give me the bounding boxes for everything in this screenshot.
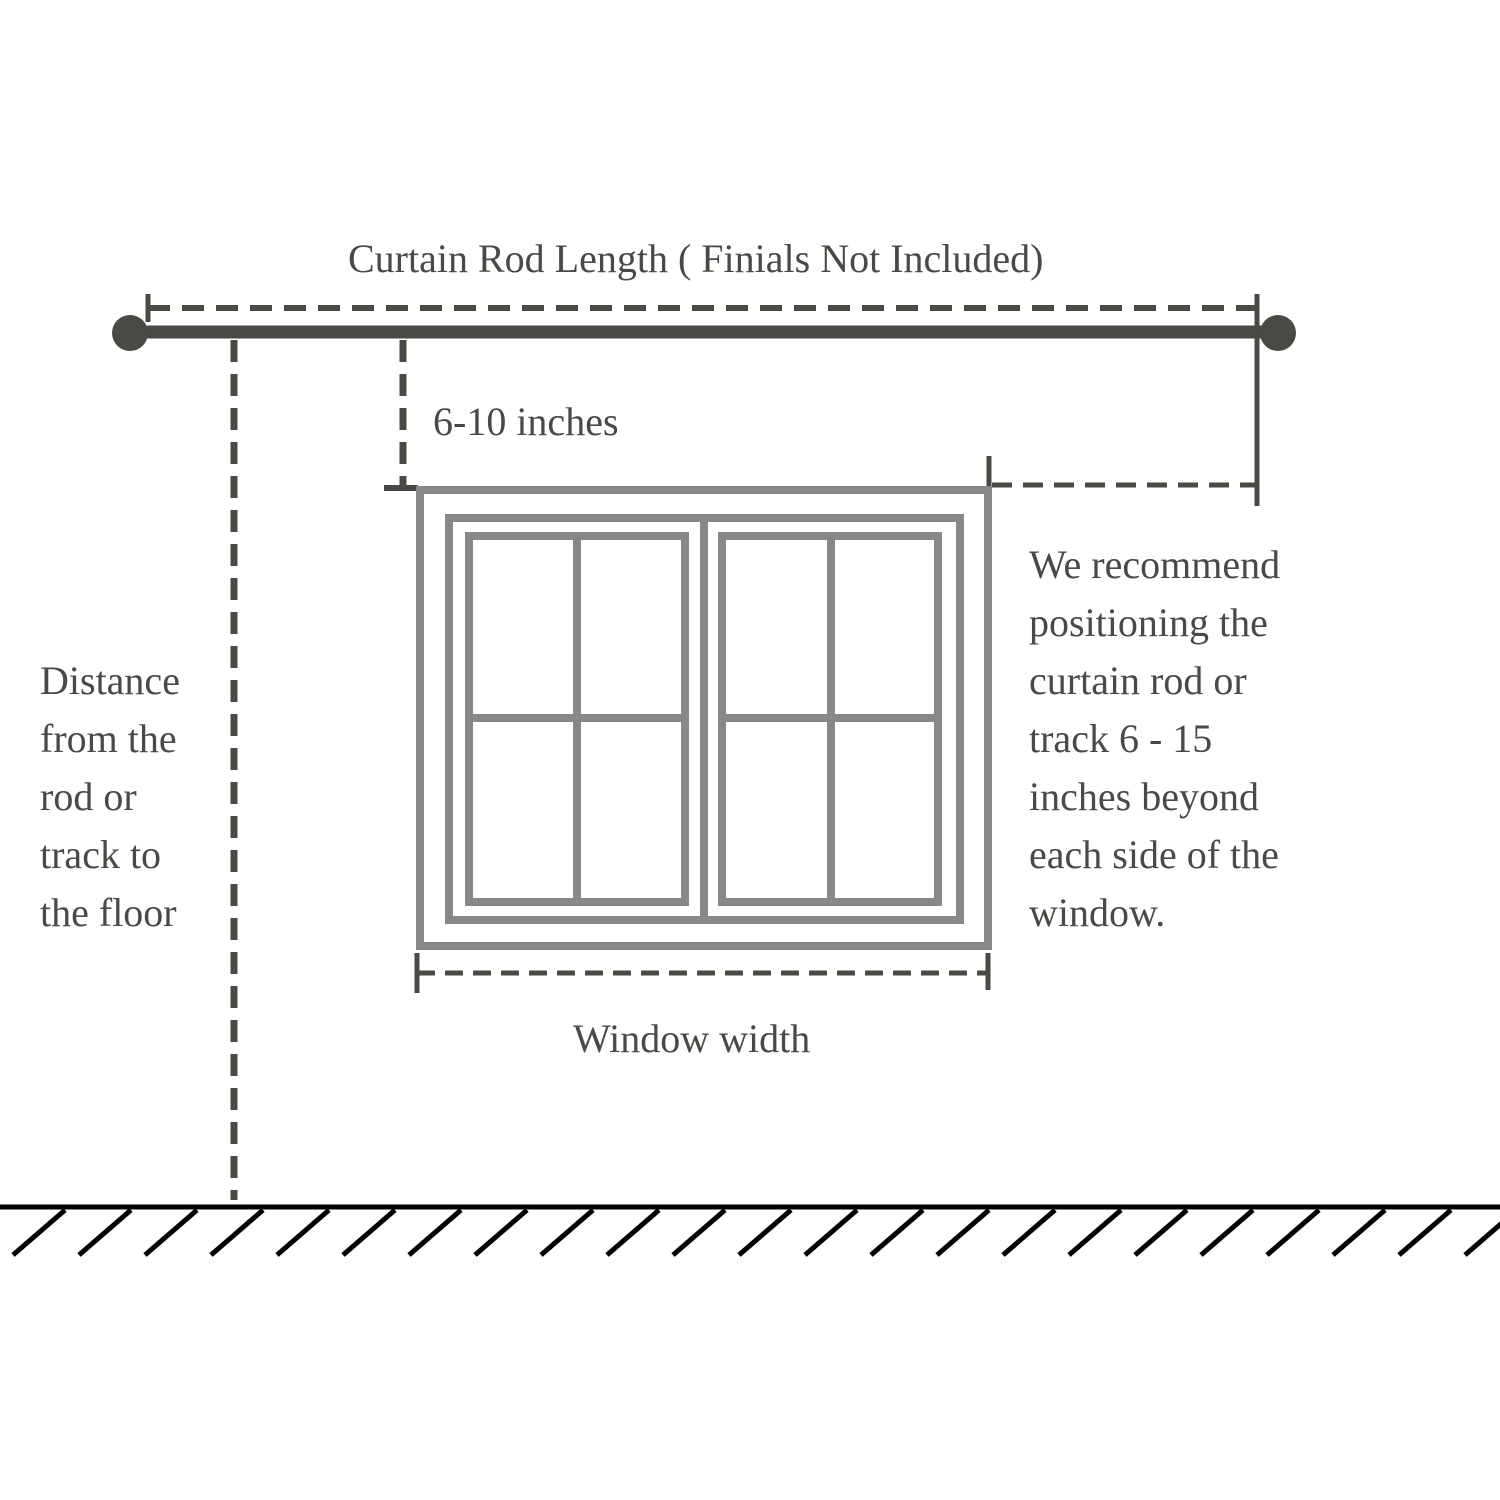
hatch-mark <box>1199 1208 1255 1257</box>
hatch-mark <box>1001 1208 1057 1257</box>
hatch-mark <box>1067 1208 1123 1257</box>
hatch-mark <box>1265 1208 1321 1257</box>
hatch-mark <box>1397 1208 1453 1257</box>
hatch-mark <box>803 1208 859 1257</box>
recommendation-text: We recommend positioning the curtain rod… <box>1029 536 1280 942</box>
window-frame <box>416 486 992 950</box>
floor-distance-line: rod or <box>40 774 137 819</box>
hatch-mark <box>671 1208 727 1257</box>
floor-distance-line: from the <box>40 716 177 761</box>
window-width-label: Window width <box>573 1016 811 1061</box>
recommendation-line: each side of the <box>1029 832 1279 877</box>
hatch-mark <box>539 1208 595 1257</box>
hatch-mark <box>869 1208 925 1257</box>
hatch-mark <box>209 1208 265 1257</box>
hatch-mark <box>1463 1221 1500 1257</box>
hatch-mark <box>935 1208 991 1257</box>
hatch-mark <box>473 1208 529 1257</box>
recommendation-line: We recommend <box>1029 542 1281 587</box>
floor-distance-line: the floor <box>40 890 177 935</box>
finial-left <box>112 315 148 351</box>
hatch-mark <box>11 1208 67 1257</box>
floor-distance-line: track to <box>40 832 162 877</box>
hatch-mark <box>407 1208 463 1257</box>
hatch-mark <box>605 1208 661 1257</box>
floor-distance-label: Distance from the rod or track to the fl… <box>40 652 180 942</box>
rod-length-label: Curtain Rod Length ( Finials Not Include… <box>348 236 1044 281</box>
hatch-mark <box>143 1208 199 1257</box>
floor-hatching <box>11 1208 1500 1257</box>
hatch-mark <box>737 1208 793 1257</box>
recommendation-line: inches beyond <box>1029 774 1259 819</box>
hatch-mark <box>1133 1208 1189 1257</box>
hatch-mark <box>275 1208 331 1257</box>
recommendation-line: track 6 - 15 <box>1029 716 1213 761</box>
recommendation-line: window. <box>1029 890 1166 935</box>
hatch-mark <box>1331 1208 1387 1257</box>
recommendation-line: curtain rod or <box>1029 658 1247 703</box>
window <box>416 486 992 950</box>
hatch-mark <box>77 1208 133 1257</box>
finial-right <box>1260 315 1296 351</box>
floor-distance-line: Distance <box>40 658 180 703</box>
above-window-label: 6-10 inches <box>433 399 619 444</box>
recommendation-line: positioning the <box>1029 600 1268 645</box>
hatch-mark <box>341 1208 397 1257</box>
